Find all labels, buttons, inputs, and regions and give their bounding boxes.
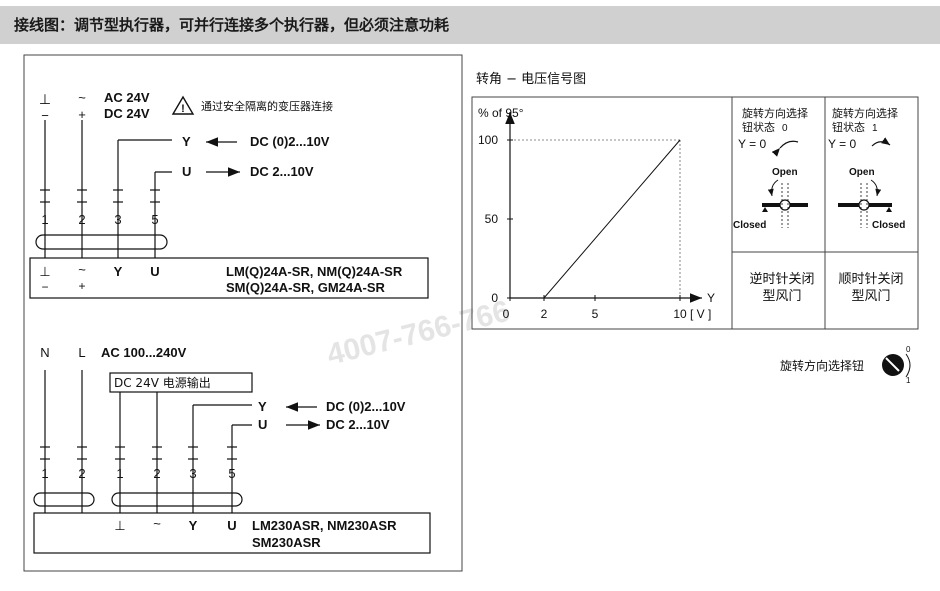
panel-eq: Y = 0 xyxy=(738,137,766,151)
panel-state: 0 xyxy=(782,123,788,134)
neutral-label: N xyxy=(40,345,49,360)
u-signal-label: DC 2...10V xyxy=(250,164,314,179)
panel-title: 钮状态 xyxy=(832,120,865,134)
panel-desc: 型风门 xyxy=(851,289,890,304)
wire-number: 2 xyxy=(153,466,160,481)
models-230v-line1: LM230ASR, NM230ASR xyxy=(252,518,397,533)
terminal-tilde-symbol: ~ xyxy=(78,90,86,105)
terminal-ground-symbol: ⊥ xyxy=(39,91,51,107)
terminal-minus-symbol: − xyxy=(41,108,49,123)
panel-desc: 逆时针关闭 xyxy=(749,271,814,287)
wire-number: 1 xyxy=(41,466,48,481)
wire-number: 3 xyxy=(189,466,196,481)
rotation-panel-cw: 旋转方向选择 钮状态 1 Y = 0 Open Closed 顺时针关闭 型风门 xyxy=(828,106,905,304)
box-terminal: ⊥ xyxy=(39,264,50,279)
models-24v-line2: SM(Q)24A-SR, GM24A-SR xyxy=(226,280,386,295)
panel-state: 1 xyxy=(872,123,878,134)
selector-knob-icon xyxy=(882,353,911,378)
box-terminal: U xyxy=(150,264,159,279)
models-230v-line2: SM230ASR xyxy=(252,535,321,550)
y-tick-label: 0 xyxy=(491,291,498,305)
chart-frame xyxy=(471,96,919,330)
panel-title: 旋转方向选择 xyxy=(742,106,808,120)
rotation-panel-ccw: 旋转方向选择 钮状态 0 Y = 0 Open Closed 逆时针关闭 型风门 xyxy=(733,106,815,304)
panel-eq: Y = 0 xyxy=(828,137,856,151)
chart-title: 转角 − 电压信号图 xyxy=(476,72,586,87)
u-terminal-label: U xyxy=(182,164,191,179)
wire-number: 5 xyxy=(228,466,235,481)
x-tick-label: 5 xyxy=(592,307,599,321)
y-tick-label: 100 xyxy=(478,133,498,147)
y-signal-label: DC (0)2...10V xyxy=(326,399,406,414)
x-tick-label: 0 xyxy=(503,307,510,321)
panel-title: 钮状态 xyxy=(742,120,775,134)
selector-state-1: 1 xyxy=(906,376,911,385)
series-line xyxy=(510,139,681,299)
dc-24v-label: DC 24V xyxy=(104,106,150,121)
y-tick-label: 50 xyxy=(485,212,499,226)
box-terminal: ~ xyxy=(153,516,161,531)
x-unit-label: [ V ] xyxy=(690,307,711,321)
live-label: L xyxy=(78,345,85,360)
y-terminal-label: Y xyxy=(182,134,191,149)
rotate-arrow-icon xyxy=(767,179,779,197)
y-terminal-label: Y xyxy=(258,399,267,414)
panel-desc: 型风门 xyxy=(762,289,801,304)
open-label: Open xyxy=(849,167,875,178)
diagram-230v xyxy=(33,370,431,554)
box-terminal-sub: − xyxy=(41,280,48,294)
box-terminal: ⊥ xyxy=(114,518,125,533)
wire-number: 1 xyxy=(41,212,48,227)
closed-label: Closed xyxy=(872,220,905,231)
box-terminal: Y xyxy=(189,518,198,533)
header-band xyxy=(0,6,940,44)
y-signal-label: DC (0)2...10V xyxy=(250,134,330,149)
svg-text:!: ! xyxy=(181,103,185,115)
wire-number: 1 xyxy=(116,466,123,481)
wire-number: 2 xyxy=(78,466,85,481)
x-tick-label: 10 xyxy=(673,307,687,321)
box-terminal: ~ xyxy=(78,262,86,277)
y-axis-label: % of 95° xyxy=(478,106,524,120)
box-terminal-sub: + xyxy=(78,279,85,293)
box-terminal: U xyxy=(227,518,236,533)
x-axis-label: Y xyxy=(707,291,715,305)
cw-arrow-icon xyxy=(871,137,891,147)
ac-230v-label: AC 100...240V xyxy=(101,345,187,360)
watermark: 4007-766-766 xyxy=(324,295,513,372)
selector-label: 旋转方向选择钮 xyxy=(780,358,864,373)
panel-title: 旋转方向选择 xyxy=(832,106,898,120)
selector-state-0: 0 xyxy=(906,345,911,354)
warning-triangle-icon xyxy=(171,95,195,115)
dc-output-label: DC 24V 电源输出 xyxy=(114,375,211,390)
panel-desc: 顺时针关闭 xyxy=(838,272,903,287)
models-24v-line1: LM(Q)24A-SR, NM(Q)24A-SR xyxy=(226,264,403,279)
wire-number: 3 xyxy=(114,212,121,227)
warning-text: 通过安全隔离的变压器连接 xyxy=(201,99,333,113)
ccw-arrow-icon xyxy=(771,140,799,157)
terminal-plus-symbol: + xyxy=(78,107,86,122)
wire-number: 2 xyxy=(78,212,85,227)
wiring-frame xyxy=(23,54,463,572)
diagram-24v xyxy=(29,120,429,299)
rotate-arrow-icon xyxy=(870,179,882,197)
page-title: 接线图：调节型执行器，可并行连接多个执行器，但必须注意功耗 xyxy=(14,16,450,34)
box-terminal: Y xyxy=(114,264,123,279)
u-terminal-label: U xyxy=(258,417,267,432)
wire-number: 5 xyxy=(151,212,158,227)
closed-label: Closed xyxy=(733,220,766,231)
ac-24v-label: AC 24V xyxy=(104,90,150,105)
x-tick-label: 2 xyxy=(541,307,548,321)
u-signal-label: DC 2...10V xyxy=(326,417,390,432)
open-label: Open xyxy=(772,167,798,178)
